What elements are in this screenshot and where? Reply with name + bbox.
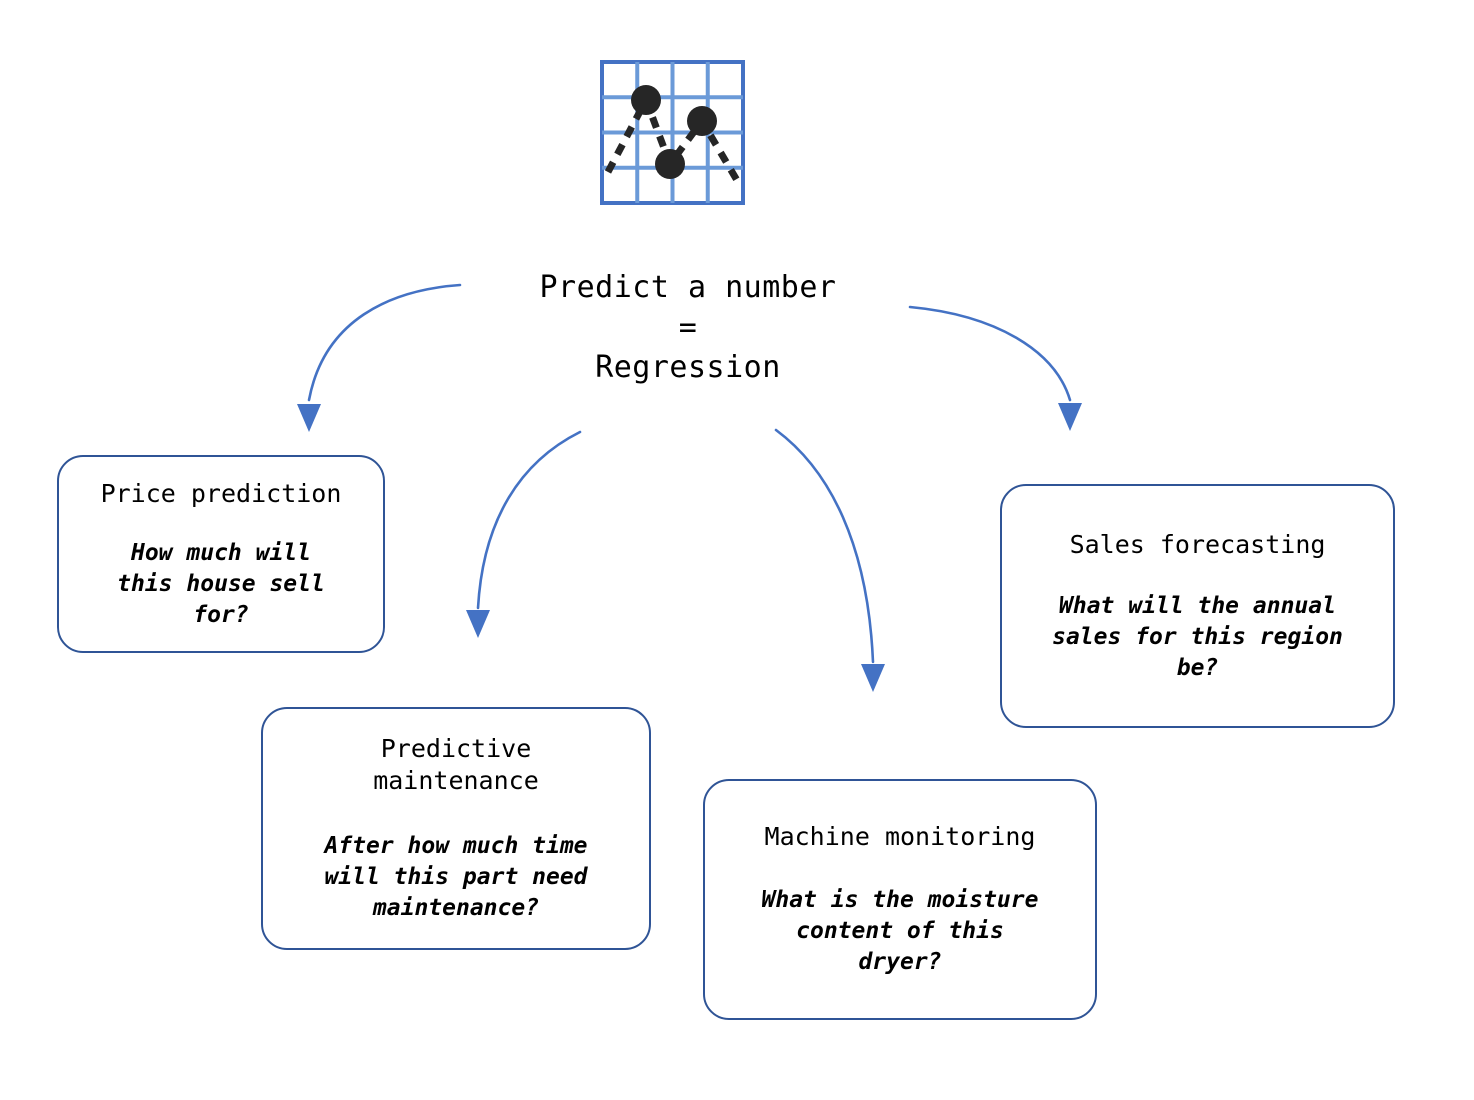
- card-question: After how much time will this part need …: [324, 833, 588, 921]
- card-question: What will the annual sales for this regi…: [1052, 592, 1343, 681]
- card-title: Price prediction: [100, 478, 342, 508]
- use-case-card-sales-forecasting[interactable]: Sales forecasting What will the annual s…: [1000, 484, 1395, 728]
- use-case-card-price-prediction[interactable]: Price prediction How much will this hous…: [57, 455, 385, 653]
- card-title: Machine monitoring: [764, 822, 1036, 851]
- use-case-card-predictive-maintenance[interactable]: Predictive maintenance After how much ti…: [261, 707, 651, 950]
- scatter-line-chart-icon: [600, 60, 745, 205]
- card-question: How much will this house sell for?: [117, 539, 325, 628]
- card-title: Predictive maintenance: [373, 734, 539, 795]
- card-title: Sales forecasting: [1069, 529, 1326, 559]
- page-title: Predict a number = Regression: [539, 270, 837, 385]
- arrow-to-machine-monitoring: [774, 428, 885, 692]
- arrow-to-predictive-maintenance: [466, 430, 582, 638]
- card-question: What is the moisture content of this dry…: [761, 887, 1039, 975]
- use-case-card-machine-monitoring[interactable]: Machine monitoring What is the moisture …: [703, 779, 1097, 1020]
- arrow-to-price-prediction: [297, 283, 462, 432]
